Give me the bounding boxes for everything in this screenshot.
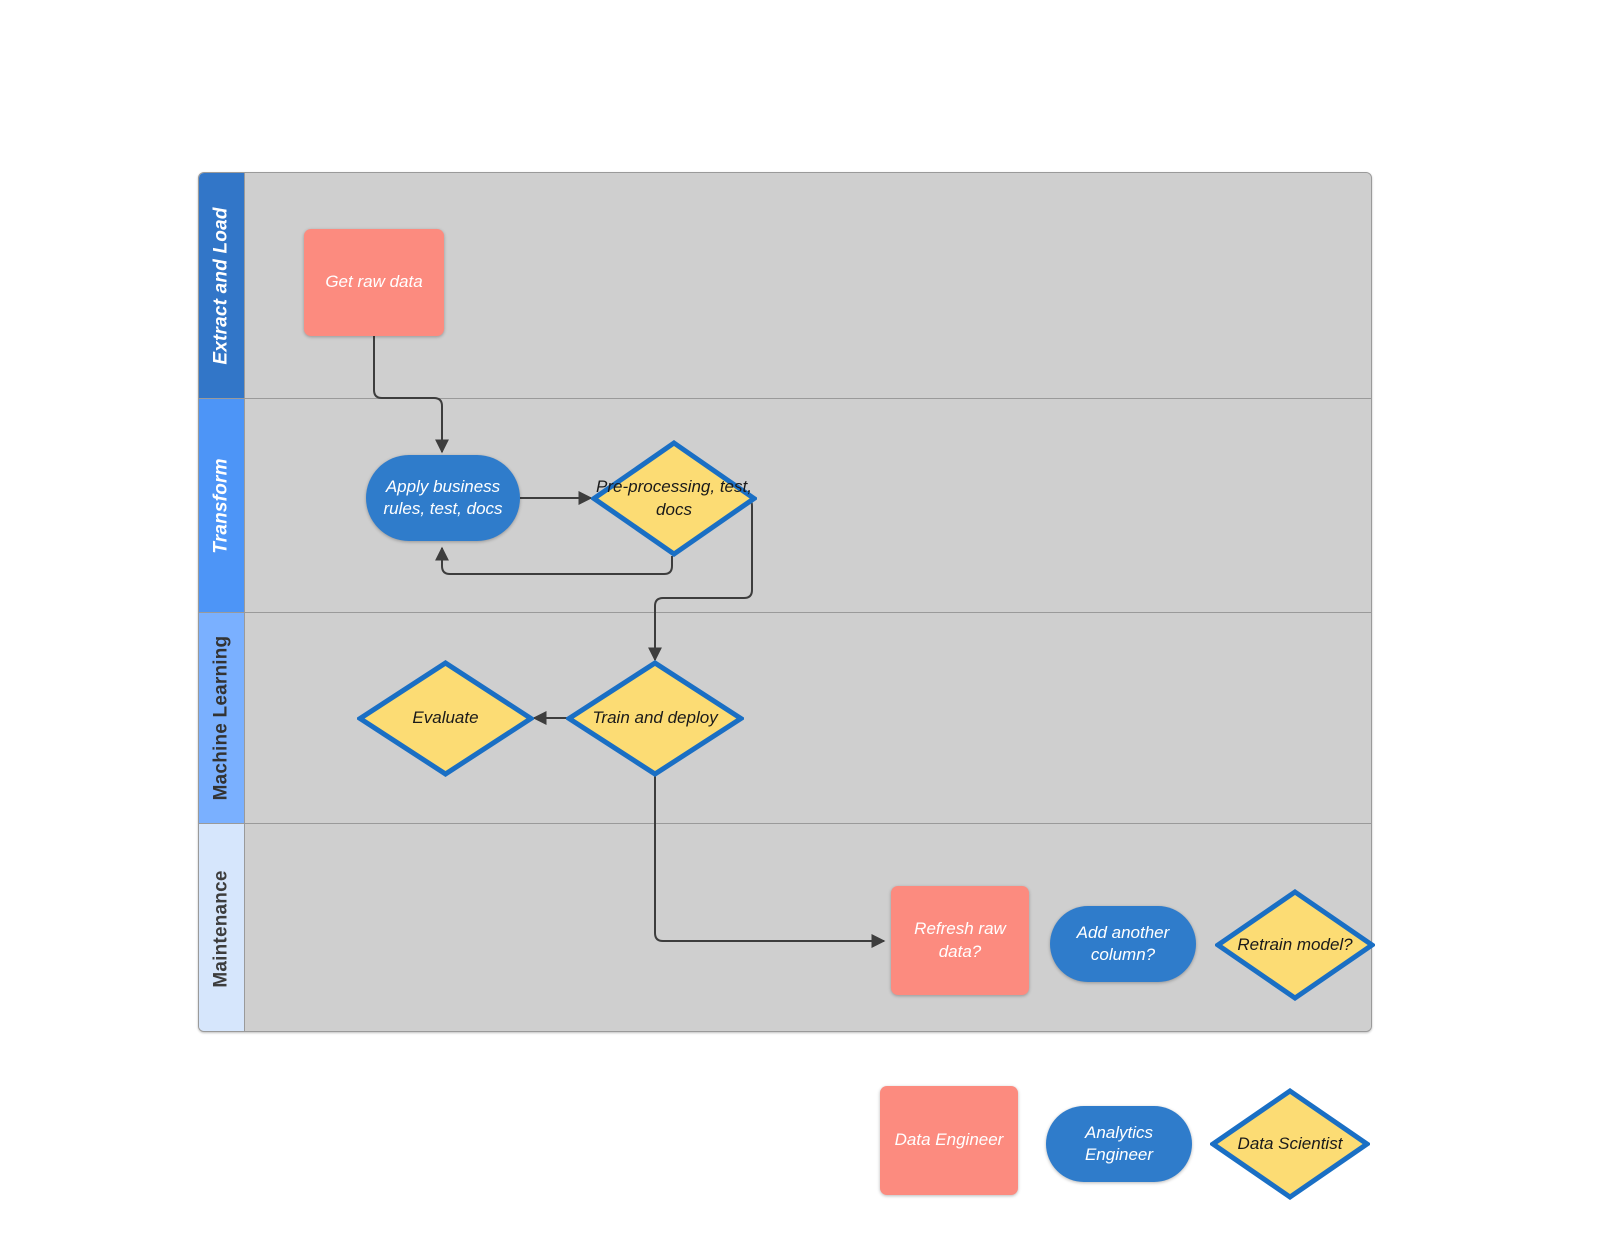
node-pre-processing[interactable]: Pre-processing, test, docs xyxy=(591,440,757,557)
node-evaluate[interactable]: Evaluate xyxy=(357,660,534,777)
node-get-raw-data[interactable]: Get raw data xyxy=(304,229,444,336)
node-label-add-another-column: Add another column? xyxy=(1076,922,1170,964)
node-label-get-raw-data: Get raw data xyxy=(325,272,423,292)
legend-label-data-engineer: Data Engineer xyxy=(894,1130,1004,1150)
legend: Data Engineer Analytics Engineer Data Sc… xyxy=(880,1082,1370,1200)
node-label-apply-business-rules: Apply business rules, test, docs xyxy=(383,476,503,518)
lane-header-machine-learning[interactable]: Machine Learning xyxy=(199,613,245,823)
lane-label-maintenance: Maintenance xyxy=(210,869,232,988)
node-add-another-column[interactable]: Add another column? xyxy=(1050,906,1196,982)
diamond-shape xyxy=(566,660,744,777)
swimlane-maintenance: Maintenance xyxy=(199,824,1371,1031)
legend-item-analytics-engineer[interactable]: Analytics Engineer xyxy=(1046,1106,1192,1182)
diamond-shape xyxy=(591,440,757,557)
lane-header-extract-and-load[interactable]: Extract and Load xyxy=(199,173,245,398)
lane-label-transform: Transform xyxy=(210,457,232,554)
lane-header-transform[interactable]: Transform xyxy=(199,399,245,612)
legend-label-analytics-engineer: Analytics Engineer xyxy=(1084,1122,1154,1164)
lane-label-machine-learning: Machine Learning xyxy=(210,635,232,801)
node-apply-business-rules[interactable]: Apply business rules, test, docs xyxy=(366,455,520,541)
diamond-shape xyxy=(357,660,534,777)
node-retrain-model[interactable]: Retrain model? xyxy=(1215,889,1375,1001)
node-refresh-raw-data[interactable]: Refresh raw data? xyxy=(891,886,1029,995)
node-train-and-deploy[interactable]: Train and deploy xyxy=(566,660,744,777)
legend-item-data-engineer[interactable]: Data Engineer xyxy=(880,1086,1018,1195)
legend-item-data-scientist[interactable]: Data Scientist xyxy=(1210,1088,1370,1200)
lane-header-maintenance[interactable]: Maintenance xyxy=(199,824,245,1031)
diamond-shape xyxy=(1215,889,1375,1001)
diamond-shape xyxy=(1210,1088,1370,1200)
lane-label-extract-and-load: Extract and Load xyxy=(210,206,232,365)
node-label-refresh-raw-data: Refresh raw data? xyxy=(914,919,1006,961)
